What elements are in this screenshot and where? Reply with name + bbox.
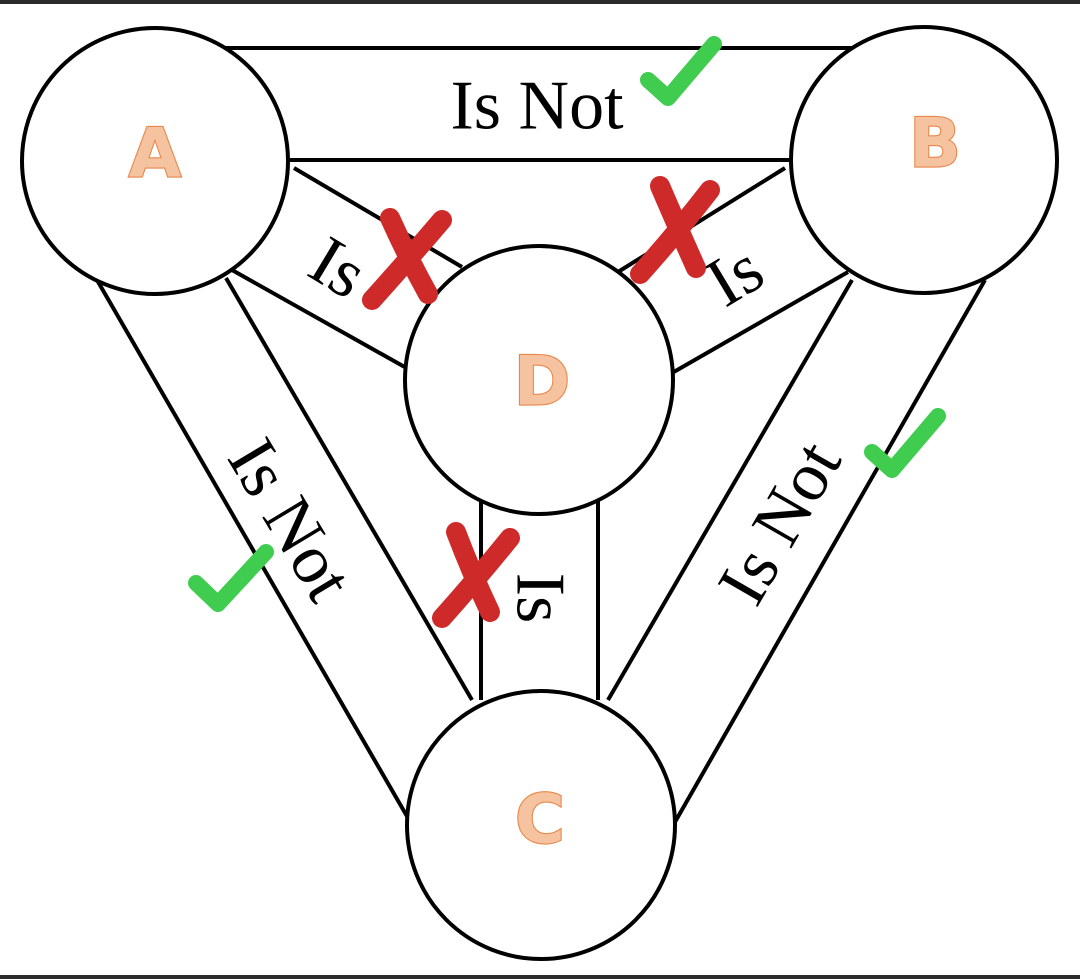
band-a-d xyxy=(231,166,464,372)
label-b-d: Is xyxy=(694,230,777,322)
node-c-letter: C xyxy=(515,781,565,860)
node-d-letter: D xyxy=(514,343,570,422)
check-icon-a-b xyxy=(640,36,722,106)
node-a-letter: A xyxy=(129,115,182,194)
label-c-d: Is xyxy=(502,573,579,624)
label-a-b: Is Not xyxy=(450,68,624,145)
node-a: A xyxy=(20,26,290,296)
node-b-letter: B xyxy=(909,105,961,184)
check-icon-b-c xyxy=(864,408,946,478)
relation-diagram: A B D C Is Not Is Not Is Not Is Is Is xyxy=(20,25,1059,961)
cross-icon-b-d xyxy=(630,176,720,284)
band-a-c xyxy=(95,276,474,820)
check-icon-a-c xyxy=(188,544,274,612)
node-b: B xyxy=(789,25,1059,295)
band-a-b xyxy=(225,46,858,162)
cross-icon-a-d xyxy=(362,208,452,310)
cross-icon-c-d xyxy=(432,522,520,628)
band-b-c xyxy=(606,278,987,823)
label-b-c: Is Not xyxy=(703,428,856,617)
node-c: C xyxy=(405,689,677,961)
node-d: D xyxy=(403,244,675,516)
